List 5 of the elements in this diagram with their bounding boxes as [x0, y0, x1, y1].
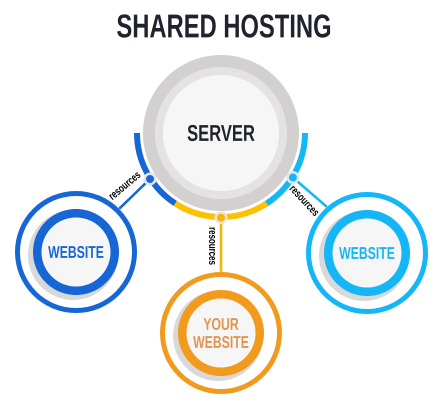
- edge-label: resources: [208, 226, 216, 266]
- title: SHARED HOSTING: [117, 14, 330, 38]
- connector-line: [118, 172, 157, 210]
- connector-line: [286, 171, 328, 208]
- connector-line: [214, 211, 228, 272]
